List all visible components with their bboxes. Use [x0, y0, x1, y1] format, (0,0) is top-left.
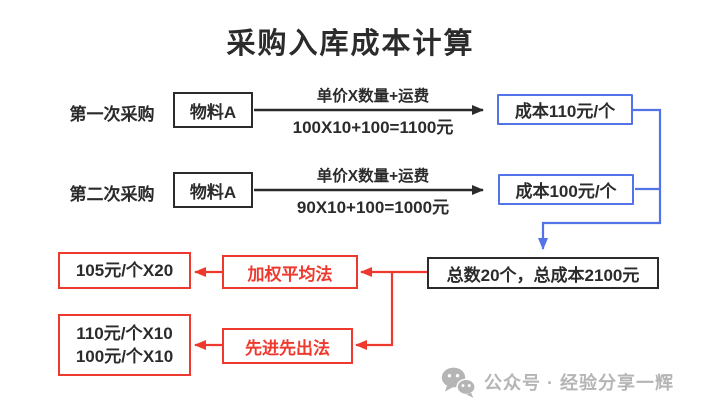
footer-text: 公众号 · 经验分享一辉 — [484, 373, 674, 393]
row2-result-box: 成本100元/个 — [498, 174, 634, 205]
row1-item-box: 物料A — [173, 92, 253, 128]
result-box-weighted-average: 105元/个X20 — [58, 252, 191, 289]
row2-formula-top: 单价X数量+运费 — [316, 168, 430, 185]
row1-label: 第一次采购 — [69, 105, 155, 124]
total-box: 总数20个，总成本2100元 — [427, 257, 659, 289]
blue-connector-main — [538, 108, 662, 250]
row1-formula-top: 单价X数量+运费 — [316, 88, 430, 105]
page-title: 采购入库成本计算 — [226, 28, 475, 60]
row1-formula-bottom: 100X10+100=1100元 — [292, 118, 454, 137]
row2-item-box: 物料A — [173, 172, 253, 208]
result-box-fifo: 110元/个X10 100元/个X10 — [58, 314, 191, 376]
wechat-icon — [441, 367, 476, 398]
row1-result-box: 成本110元/个 — [497, 94, 633, 125]
result-line: 105元/个X20 — [75, 261, 174, 280]
result-line: 110元/个X10 — [76, 324, 173, 343]
row2-formula-bottom: 90X10+100=1000元 — [296, 198, 450, 217]
method-box-weighted-average: 加权平均法 — [222, 255, 358, 289]
footer-watermark: 公众号 · 经验分享一辉 — [440, 365, 674, 399]
result-line: 100元/个X10 — [75, 347, 174, 366]
red-connector-fifo — [355, 272, 394, 350]
row2-label: 第二次采购 — [69, 185, 155, 204]
method-box-fifo: 先进先出法 — [222, 328, 353, 364]
